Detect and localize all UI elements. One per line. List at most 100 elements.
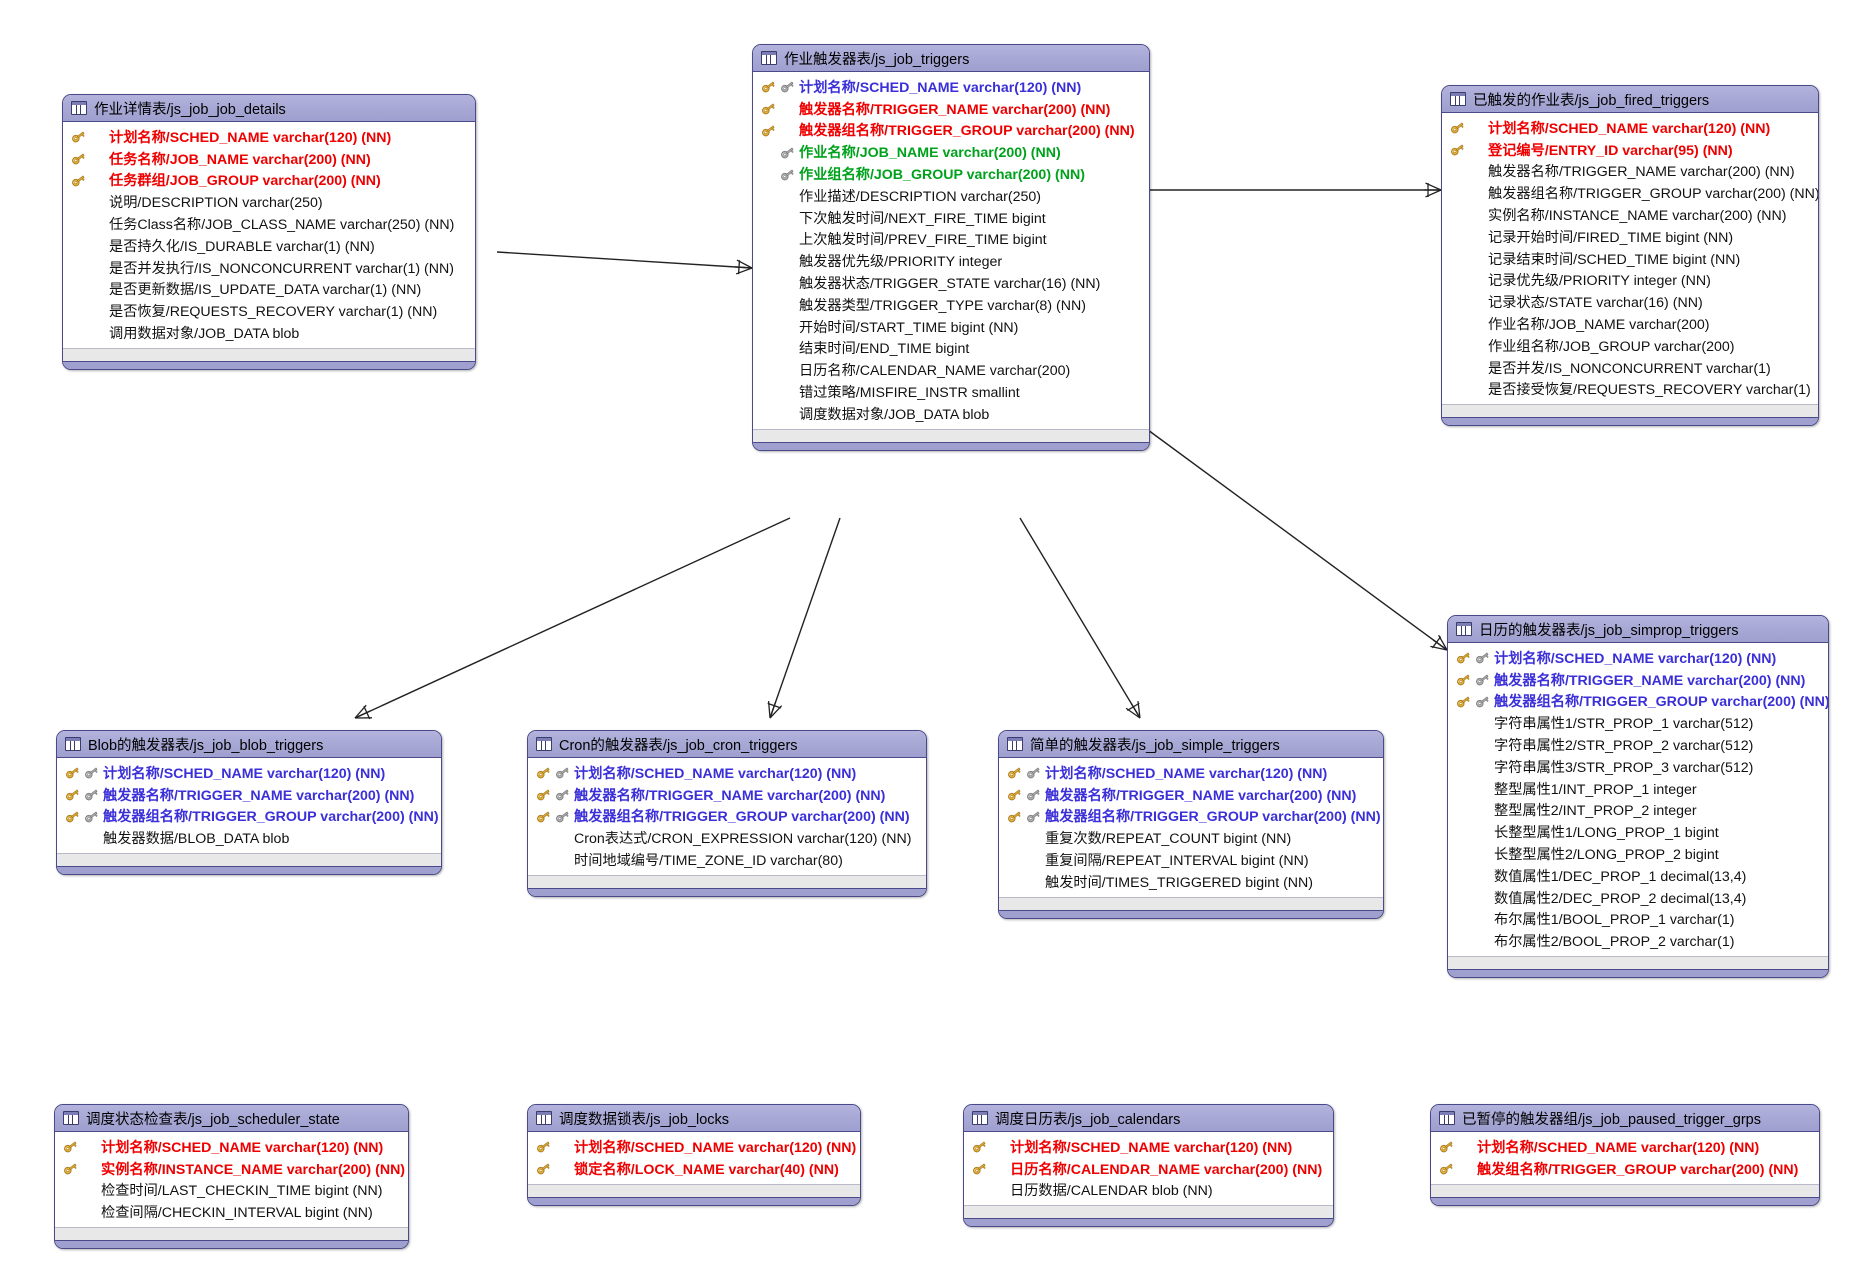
attribute-row[interactable]: 锁定名称/LOCK_NAME varchar(40) (NN) bbox=[528, 1158, 860, 1180]
entity-fired_triggers[interactable]: 已触发的作业表/js_job_fired_triggers 计划名称/SCHED_… bbox=[1441, 85, 1819, 427]
attribute-row[interactable]: 是否恢复/REQUESTS_RECOVERY varchar(1) (NN) bbox=[63, 300, 475, 322]
attribute-row[interactable]: 检查时间/LAST_CHECKIN_TIME bigint (NN) bbox=[55, 1180, 408, 1202]
attribute-row[interactable]: 作业组名称/JOB_GROUP varchar(200) bbox=[1442, 335, 1818, 357]
attribute-row[interactable]: 重复间隔/REPEAT_INTERVAL bigint (NN) bbox=[999, 849, 1383, 871]
attribute-row[interactable]: 下次触发时间/NEXT_FIRE_TIME bigint bbox=[753, 207, 1149, 229]
attribute-row[interactable]: 计划名称/SCHED_NAME varchar(120) (NN) bbox=[1448, 647, 1828, 669]
attribute-row[interactable]: 字符串属性3/STR_PROP_3 varchar(512) bbox=[1448, 756, 1828, 778]
attribute-row[interactable]: 长整型属性1/LONG_PROP_1 bigint bbox=[1448, 821, 1828, 843]
attribute-row[interactable]: 整型属性2/INT_PROP_2 integer bbox=[1448, 800, 1828, 822]
attribute-row[interactable]: 调度数据对象/JOB_DATA blob bbox=[753, 403, 1149, 425]
attribute-row[interactable]: 实例名称/INSTANCE_NAME varchar(200) (NN) bbox=[1442, 204, 1818, 226]
entity-job_details[interactable]: 作业详情表/js_job_job_details 计划名称/SCHED_NAME … bbox=[62, 94, 476, 370]
entity-blob_triggers[interactable]: Blob的触发器表/js_job_blob_triggers 计划名称/SCHED… bbox=[56, 730, 442, 876]
entity-header-job_details[interactable]: 作业详情表/js_job_job_details bbox=[63, 95, 475, 122]
attribute-row[interactable]: 日历名称/CALENDAR_NAME varchar(200) (NN) bbox=[964, 1158, 1333, 1180]
attribute-row[interactable]: 触发器状态/TRIGGER_STATE varchar(16) (NN) bbox=[753, 272, 1149, 294]
entity-header-simprop_triggers[interactable]: 日历的触发器表/js_job_simprop_triggers bbox=[1448, 616, 1828, 643]
attribute-row[interactable]: 调用数据对象/JOB_DATA blob bbox=[63, 322, 475, 344]
entity-header-scheduler_state[interactable]: 调度状态检查表/js_job_scheduler_state bbox=[55, 1105, 408, 1132]
attribute-row[interactable]: 触发器组名称/TRIGGER_GROUP varchar(200) (NN) bbox=[753, 120, 1149, 142]
attribute-row[interactable]: 是否更新数据/IS_UPDATE_DATA varchar(1) (NN) bbox=[63, 279, 475, 301]
attribute-row[interactable]: 任务群组/JOB_GROUP varchar(200) (NN) bbox=[63, 170, 475, 192]
attribute-row[interactable]: 触发组名称/TRIGGER_GROUP varchar(200) (NN) bbox=[1431, 1158, 1819, 1180]
attribute-row[interactable]: 触发器名称/TRIGGER_NAME varchar(200) (NN) bbox=[999, 784, 1383, 806]
relationship-job_triggers-to-simprop_triggers[interactable] bbox=[1147, 429, 1448, 651]
attribute-row[interactable]: 开始时间/START_TIME bigint (NN) bbox=[753, 316, 1149, 338]
attribute-row[interactable]: 计划名称/SCHED_NAME varchar(120) (NN) bbox=[528, 762, 926, 784]
attribute-row[interactable]: 触发器类型/TRIGGER_TYPE varchar(8) (NN) bbox=[753, 294, 1149, 316]
attribute-row[interactable]: 计划名称/SCHED_NAME varchar(120) (NN) bbox=[753, 76, 1149, 98]
attribute-row[interactable]: 说明/DESCRIPTION varchar(250) bbox=[63, 191, 475, 213]
attribute-row[interactable]: 计划名称/SCHED_NAME varchar(120) (NN) bbox=[1442, 117, 1818, 139]
attribute-row[interactable]: 触发器名称/TRIGGER_NAME varchar(200) (NN) bbox=[1448, 669, 1828, 691]
attribute-row[interactable]: 触发器名称/TRIGGER_NAME varchar(200) (NN) bbox=[528, 784, 926, 806]
attribute-row[interactable]: 触发器组名称/TRIGGER_GROUP varchar(200) (NN) bbox=[57, 806, 441, 828]
entity-header-blob_triggers[interactable]: Blob的触发器表/js_job_blob_triggers bbox=[57, 731, 441, 758]
attribute-row[interactable]: 布尔属性2/BOOL_PROP_2 varchar(1) bbox=[1448, 930, 1828, 952]
attribute-row[interactable]: 作业描述/DESCRIPTION varchar(250) bbox=[753, 185, 1149, 207]
attribute-row[interactable]: 触发时间/TIMES_TRIGGERED bigint (NN) bbox=[999, 871, 1383, 893]
attribute-row[interactable]: 触发器名称/TRIGGER_NAME varchar(200) (NN) bbox=[1442, 161, 1818, 183]
relationship-job_triggers-to-fired_triggers[interactable] bbox=[1150, 182, 1442, 198]
attribute-row[interactable]: 触发器数据/BLOB_DATA blob bbox=[57, 827, 441, 849]
entity-job_triggers[interactable]: 作业触发器表/js_job_triggers 计划名称/SCHED_NAME va… bbox=[752, 44, 1150, 451]
attribute-row[interactable]: 触发器组名称/TRIGGER_GROUP varchar(200) (NN) bbox=[999, 806, 1383, 828]
attribute-row[interactable]: 计划名称/SCHED_NAME varchar(120) (NN) bbox=[964, 1136, 1333, 1158]
attribute-row[interactable]: 整型属性1/INT_PROP_1 integer bbox=[1448, 778, 1828, 800]
attribute-row[interactable]: 日历名称/CALENDAR_NAME varchar(200) bbox=[753, 359, 1149, 381]
attribute-row[interactable]: 数值属性1/DEC_PROP_1 decimal(13,4) bbox=[1448, 865, 1828, 887]
attribute-row[interactable]: 触发器组名称/TRIGGER_GROUP varchar(200) (NN) bbox=[1448, 691, 1828, 713]
attribute-row[interactable]: 任务名称/JOB_NAME varchar(200) (NN) bbox=[63, 148, 475, 170]
attribute-row[interactable]: 登记编号/ENTRY_ID varchar(95) (NN) bbox=[1442, 139, 1818, 161]
attribute-row[interactable]: 记录开始时间/FIRED_TIME bigint (NN) bbox=[1442, 226, 1818, 248]
attribute-row[interactable]: 是否持久化/IS_DURABLE varchar(1) (NN) bbox=[63, 235, 475, 257]
relationship-job_details-to-job_triggers[interactable] bbox=[496, 251, 753, 275]
attribute-row[interactable]: 结束时间/END_TIME bigint bbox=[753, 338, 1149, 360]
attribute-row[interactable]: 触发器名称/TRIGGER_NAME varchar(200) (NN) bbox=[753, 98, 1149, 120]
attribute-row[interactable]: 是否并发/IS_NONCONCURRENT varchar(1) bbox=[1442, 357, 1818, 379]
attribute-row[interactable]: 作业名称/JOB_NAME varchar(200) bbox=[1442, 313, 1818, 335]
relationship-job_triggers-to-cron_triggers[interactable] bbox=[767, 517, 841, 719]
attribute-row[interactable]: 作业组名称/JOB_GROUP varchar(200) (NN) bbox=[753, 163, 1149, 185]
attribute-row[interactable]: 检查间隔/CHECKIN_INTERVAL bigint (NN) bbox=[55, 1201, 408, 1223]
attribute-row[interactable]: 上次触发时间/PREV_FIRE_TIME bigint bbox=[753, 229, 1149, 251]
attribute-row[interactable]: 布尔属性1/BOOL_PROP_1 varchar(1) bbox=[1448, 909, 1828, 931]
entity-header-calendars[interactable]: 调度日历表/js_job_calendars bbox=[964, 1105, 1333, 1132]
entity-simprop_triggers[interactable]: 日历的触发器表/js_job_simprop_triggers 计划名称/SCHE… bbox=[1447, 615, 1829, 979]
attribute-row[interactable]: 日历数据/CALENDAR blob (NN) bbox=[964, 1180, 1333, 1202]
attribute-row[interactable]: 数值属性2/DEC_PROP_2 decimal(13,4) bbox=[1448, 887, 1828, 909]
attribute-row[interactable]: 记录状态/STATE varchar(16) (NN) bbox=[1442, 291, 1818, 313]
attribute-row[interactable]: 字符串属性1/STR_PROP_1 varchar(512) bbox=[1448, 712, 1828, 734]
attribute-row[interactable]: 长整型属性2/LONG_PROP_2 bigint bbox=[1448, 843, 1828, 865]
entity-calendars[interactable]: 调度日历表/js_job_calendars 计划名称/SCHED_NAME va… bbox=[963, 1104, 1334, 1228]
entity-header-cron_triggers[interactable]: Cron的触发器表/js_job_cron_triggers bbox=[528, 731, 926, 758]
attribute-row[interactable]: 是否并发执行/IS_NONCONCURRENT varchar(1) (NN) bbox=[63, 257, 475, 279]
attribute-row[interactable]: 字符串属性2/STR_PROP_2 varchar(512) bbox=[1448, 734, 1828, 756]
attribute-row[interactable]: 作业名称/JOB_NAME varchar(200) (NN) bbox=[753, 141, 1149, 163]
attribute-row[interactable]: 计划名称/SCHED_NAME varchar(120) (NN) bbox=[528, 1136, 860, 1158]
attribute-row[interactable]: Cron表达式/CRON_EXPRESSION varchar(120) (NN… bbox=[528, 827, 926, 849]
entity-header-paused_trigger_grps[interactable]: 已暂停的触发器组/js_job_paused_trigger_grps bbox=[1431, 1105, 1819, 1132]
attribute-row[interactable]: 计划名称/SCHED_NAME varchar(120) (NN) bbox=[63, 126, 475, 148]
entity-simple_triggers[interactable]: 简单的触发器表/js_job_simple_triggers 计划名称/SCHED… bbox=[998, 730, 1384, 919]
attribute-row[interactable]: 重复次数/REPEAT_COUNT bigint (NN) bbox=[999, 827, 1383, 849]
relationship-job_triggers-to-blob_triggers[interactable] bbox=[354, 517, 791, 720]
attribute-row[interactable]: 触发器优先级/PRIORITY integer bbox=[753, 250, 1149, 272]
attribute-row[interactable]: 触发器组名称/TRIGGER_GROUP varchar(200) (NN) bbox=[1442, 182, 1818, 204]
attribute-row[interactable]: 记录优先级/PRIORITY integer (NN) bbox=[1442, 270, 1818, 292]
entity-header-simple_triggers[interactable]: 简单的触发器表/js_job_simple_triggers bbox=[999, 731, 1383, 758]
attribute-row[interactable]: 计划名称/SCHED_NAME varchar(120) (NN) bbox=[57, 762, 441, 784]
attribute-row[interactable]: 是否接受恢复/REQUESTS_RECOVERY varchar(1) bbox=[1442, 379, 1818, 401]
attribute-row[interactable]: 时间地域编号/TIME_ZONE_ID varchar(80) bbox=[528, 849, 926, 871]
attribute-row[interactable]: 记录结束时间/SCHED_TIME bigint (NN) bbox=[1442, 248, 1818, 270]
attribute-row[interactable]: 错过策略/MISFIRE_INSTR smallint bbox=[753, 381, 1149, 403]
entity-header-job_triggers[interactable]: 作业触发器表/js_job_triggers bbox=[753, 45, 1149, 72]
attribute-row[interactable]: 触发器组名称/TRIGGER_GROUP varchar(200) (NN) bbox=[528, 806, 926, 828]
attribute-row[interactable]: 计划名称/SCHED_NAME varchar(120) (NN) bbox=[999, 762, 1383, 784]
entity-header-fired_triggers[interactable]: 已触发的作业表/js_job_fired_triggers bbox=[1442, 86, 1818, 113]
attribute-row[interactable]: 触发器名称/TRIGGER_NAME varchar(200) (NN) bbox=[57, 784, 441, 806]
